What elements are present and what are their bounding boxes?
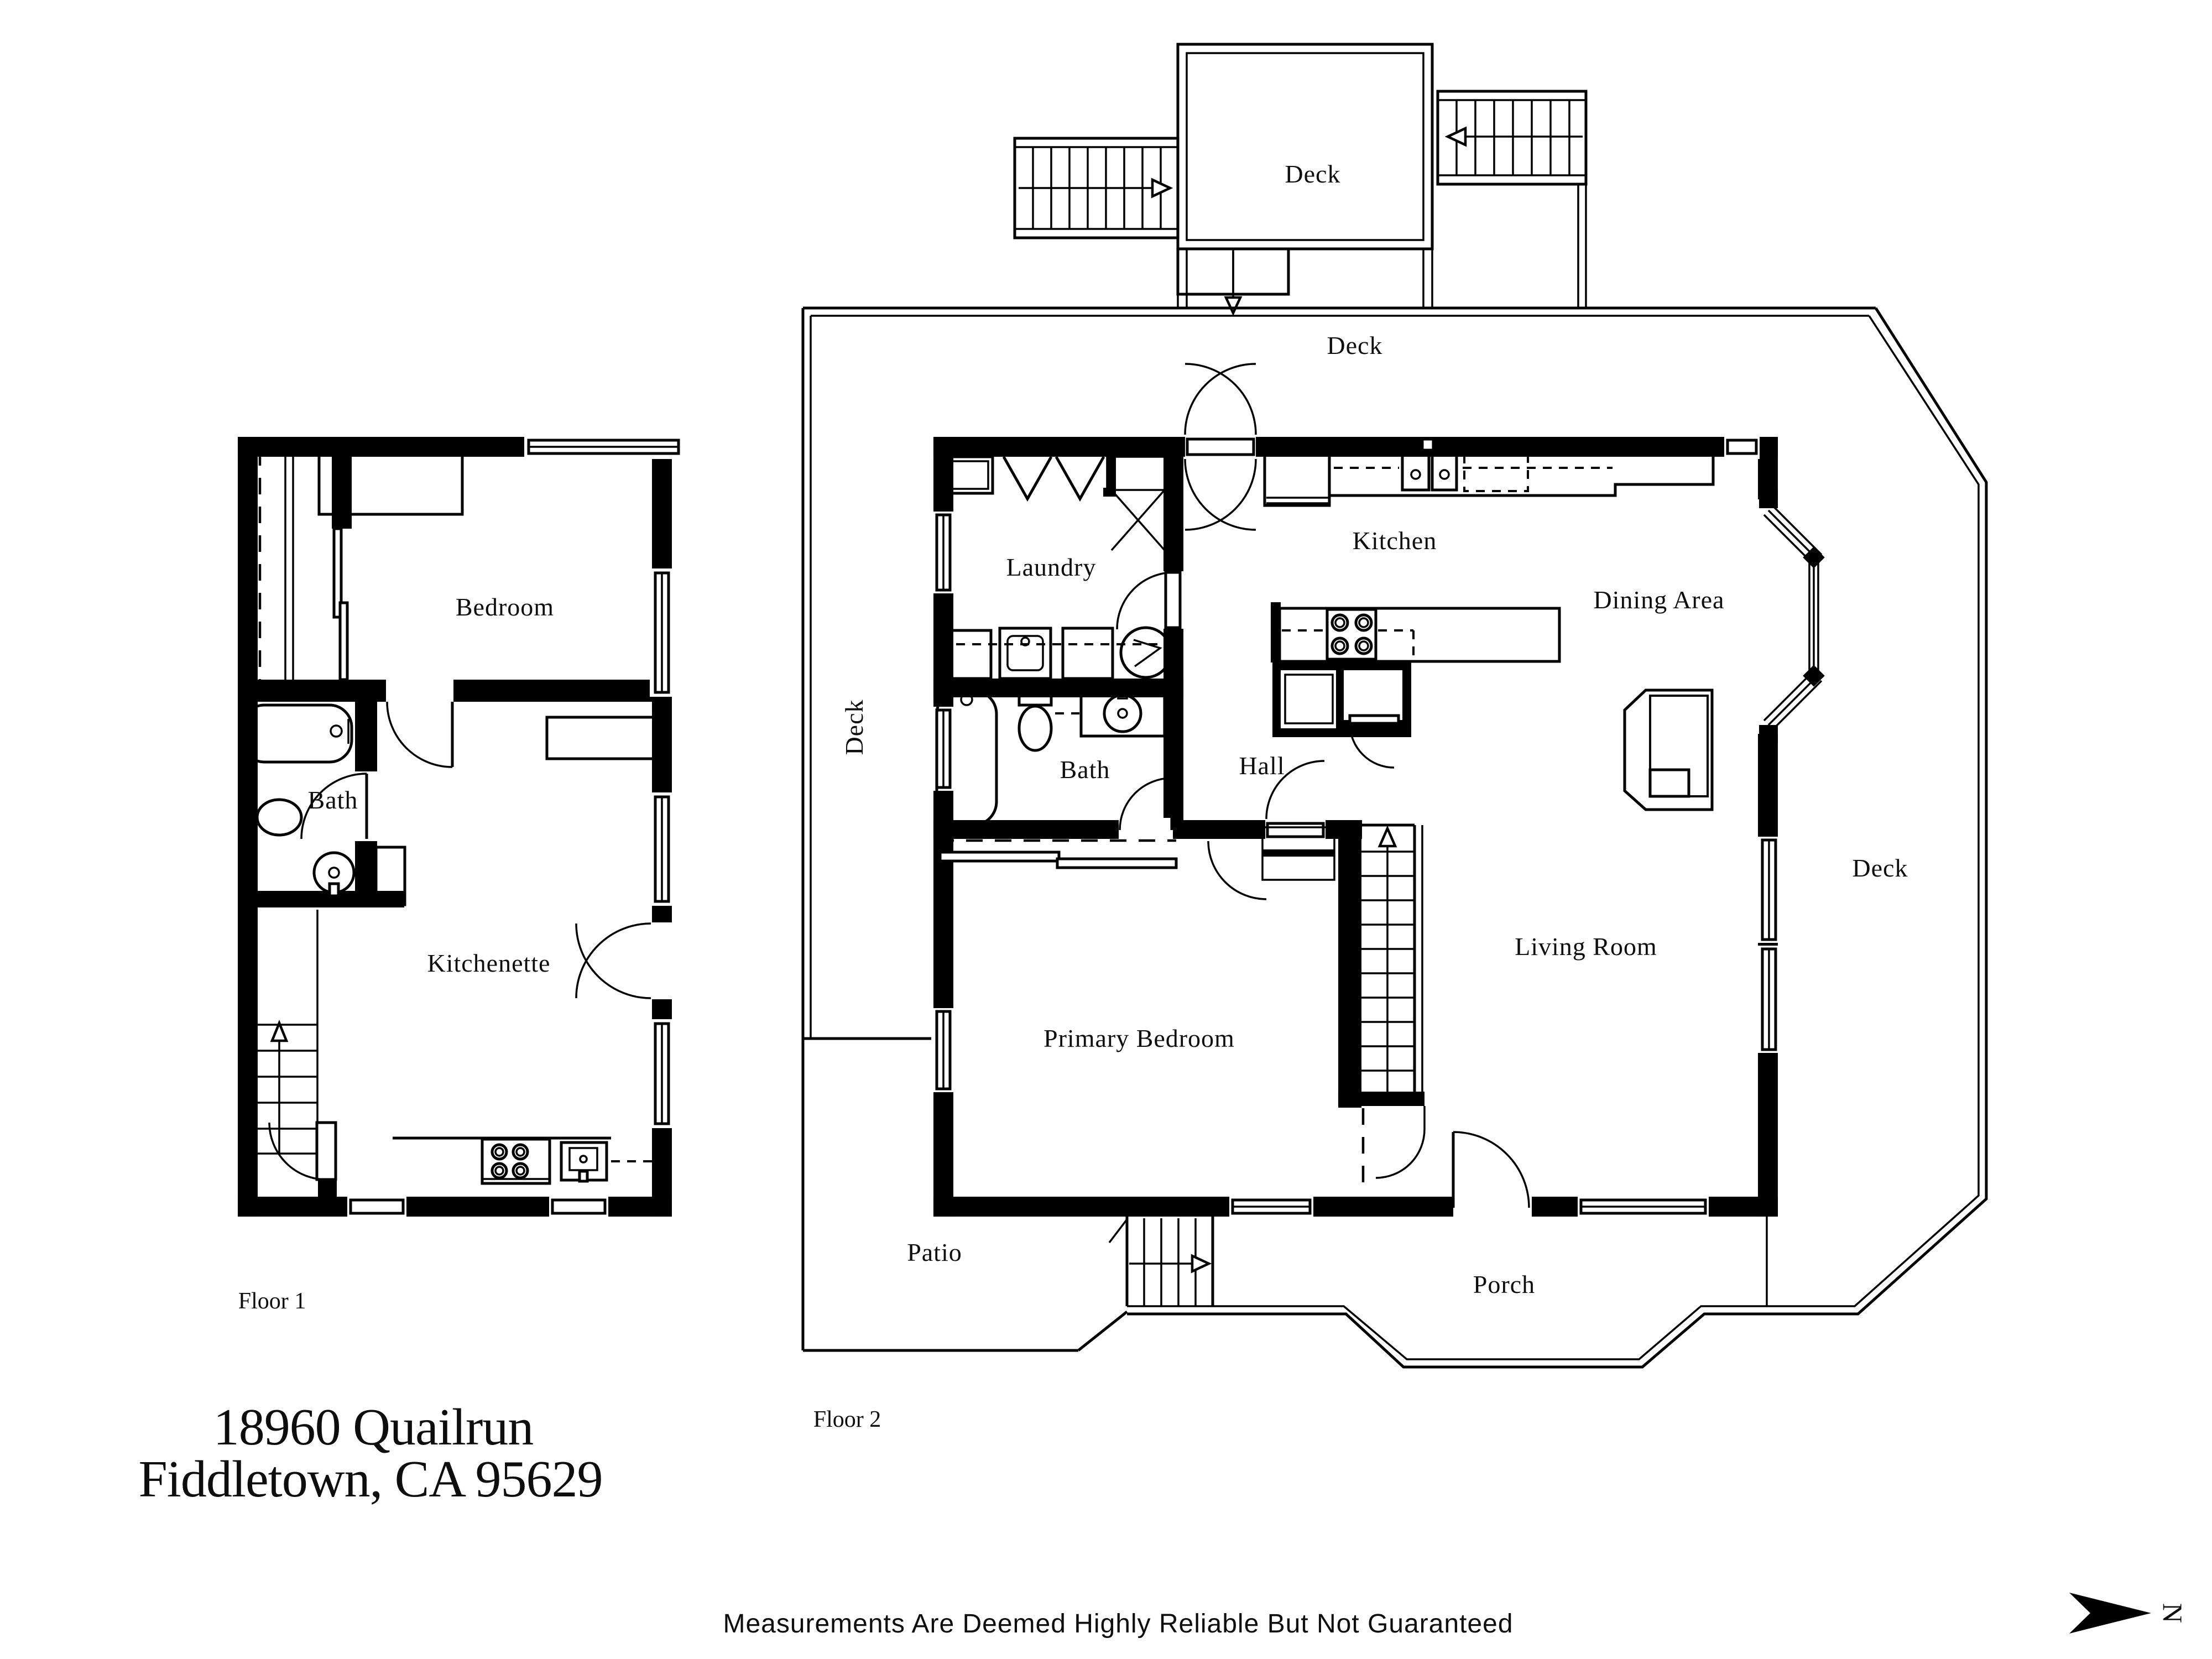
bath2-label: Bath [1060,755,1110,784]
floor2-label: Floor 2 [813,1407,881,1432]
window [650,792,675,906]
window [650,568,675,697]
window [931,707,956,791]
utility-sink-icon [998,627,1052,680]
floor2-fixtures [935,437,1715,1194]
floor1-fixtures [240,449,664,1185]
porch-exit-stairs [1108,1216,1214,1306]
primary-bedroom-label: Primary Bedroom [1044,1024,1235,1052]
laundry-door [1116,571,1186,630]
window [1724,435,1760,460]
toilet-icon [240,798,303,837]
bath-door [1118,777,1173,842]
living-room-label: Living Room [1515,932,1657,961]
window [1229,1194,1313,1219]
hall-label: Hall [1239,752,1285,780]
window [347,1194,407,1219]
bedroom-closet [258,449,349,681]
kitchen-counter [1328,452,1715,497]
deck-stairs-left [1013,137,1180,239]
patio-label: Patio [907,1238,962,1266]
kitchenette-label: Kitchenette [427,949,551,977]
washer-icon [1119,626,1172,679]
dresser [545,716,664,760]
stair-direction-arrow-icon [1151,178,1173,199]
bath1-door [300,771,378,841]
kitchen-island [1278,607,1561,663]
dining-area-label: Dining Area [1593,586,1724,614]
address-line2: Fiddletown, CA 95629 [139,1451,603,1508]
stair-direction-arrow-icon [1444,126,1467,147]
window [931,512,956,594]
deck-right-label: Deck [1852,854,1908,882]
deck-stairs-right [1436,90,1588,186]
stair-direction-arrow-icon [1191,1254,1212,1274]
toilet-icon [1018,689,1053,752]
entry-door [1452,1131,1532,1219]
kitchen-label: Kitchen [1353,526,1437,555]
primary-closet [937,826,1335,881]
stove-icon [1326,608,1378,661]
floor2-openings [931,363,1825,1219]
window [1756,945,1781,1053]
stair-direction-arrow-icon [1378,825,1397,848]
bay-window [1756,489,1825,744]
bathroom-sink-icon [312,851,356,898]
deck-structure-label: Deck [1285,160,1340,188]
bathroom-sink-icon [1055,689,1166,738]
laundry-label: Laundry [1006,553,1097,581]
top-deck-structure: Deck [1013,43,1588,316]
stair-direction-arrow-icon [270,1020,289,1042]
kitchenette-counter [393,1136,653,1185]
window [931,1008,956,1092]
deck-stairs-down [1176,247,1290,316]
stairwell-door [268,1121,337,1181]
floor1-room-labels: Bedroom Bath Kitchenette Floor 1 [238,593,554,1314]
bath1-label: Bath [308,786,358,814]
disclaimer-text: Measurements Are Deemed Highly Reliable … [723,1609,1514,1639]
floor1-openings [268,435,684,1219]
side-counter [374,846,406,906]
north-arrow-icon: N [2069,1592,2188,1634]
window [524,435,684,460]
window [1756,836,1781,943]
kitchen-sink-icon [1401,437,1458,492]
bedroom-label: Bedroom [456,593,554,621]
window [549,1194,609,1219]
deck-connectors [1177,184,1587,309]
bathtub-icon [241,703,353,764]
laundry-cabinets [936,455,1172,680]
stove-icon [481,1138,551,1185]
address-line1: 18960 Quailrun [213,1399,534,1456]
deck-door [1184,363,1257,531]
fireplace-icon [1623,688,1714,811]
floor2-room-labels: Laundry Kitchen Dining Area Bath Hall Li… [813,526,1724,1432]
stair-direction-arrow-icon [1224,296,1243,316]
deck-left-label: Deck [840,699,868,755]
title-block: 18960 Quailrun Fiddletown, CA 95629 Meas… [139,1399,1514,1639]
north-label: N [2157,1603,2188,1623]
window [650,1019,675,1128]
wardrobe [317,452,464,516]
floor2-stairs [1361,823,1423,1099]
pantry-closets [1284,674,1400,769]
bathtub-icon [935,689,998,827]
bedroom-door [386,680,454,768]
floor2-outdoor-outlines: Deck Deck Deck Patio Porch [801,306,1988,1369]
window [1577,1194,1709,1219]
kitchen-sink-icon [560,1141,608,1183]
floor1-stairs [249,909,319,1155]
porch-label: Porch [1473,1270,1535,1298]
understairs-closet [1361,1105,1426,1194]
floor1-label: Floor 1 [238,1288,306,1314]
kitchenette-door [575,922,675,999]
deck-top-label: Deck [1327,331,1383,359]
